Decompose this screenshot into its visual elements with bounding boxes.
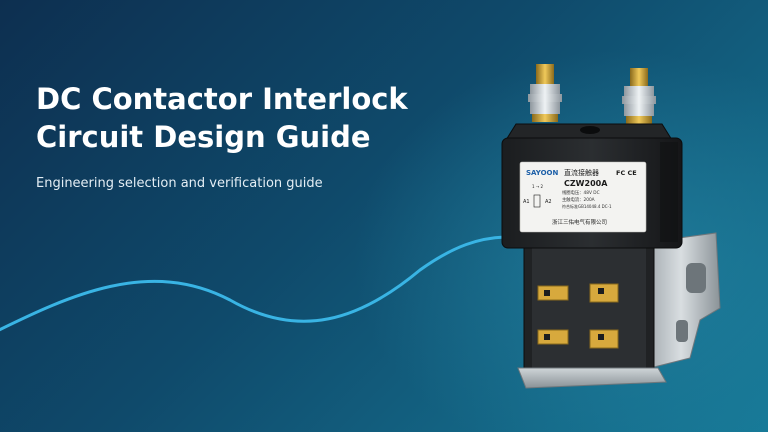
title-line-2: Circuit Design Guide bbox=[36, 120, 371, 154]
product-label: SAYOON 直流接触器 FC CE CZW200A 1 → 2 A1 A2 线… bbox=[519, 161, 647, 233]
page-subtitle: Engineering selection and verification g… bbox=[36, 176, 323, 191]
label-cert-mark: FC CE bbox=[616, 169, 637, 177]
label-coil-top: 1 → 2 bbox=[532, 184, 543, 189]
label-coil-a1: A1 bbox=[523, 199, 530, 205]
terminal-left bbox=[528, 64, 562, 122]
label-title: 直流接触器 bbox=[564, 168, 599, 177]
page-title: DC Contactor Interlock Circuit Design Gu… bbox=[36, 80, 456, 156]
dc-contactor-product-image: SAYOON 直流接触器 FC CE CZW200A 1 → 2 A1 A2 线… bbox=[501, 64, 721, 389]
label-brand: SAYOON bbox=[526, 169, 559, 177]
label-maker: 浙江三佑电气有限公司 bbox=[552, 218, 607, 226]
label-spec-2: 主触电流：200A bbox=[562, 196, 595, 203]
title-line-1: DC Contactor Interlock bbox=[36, 82, 408, 116]
label-spec-1: 线圈电压：48V DC bbox=[562, 189, 600, 196]
label-model: CZW200A bbox=[564, 179, 608, 188]
contact-module bbox=[523, 237, 655, 379]
base-plate bbox=[517, 367, 667, 389]
terminal-right bbox=[622, 68, 656, 124]
label-coil-a2: A2 bbox=[545, 199, 552, 205]
label-spec-3: 符合标准GB14048.4 DC-1 bbox=[562, 203, 612, 209]
